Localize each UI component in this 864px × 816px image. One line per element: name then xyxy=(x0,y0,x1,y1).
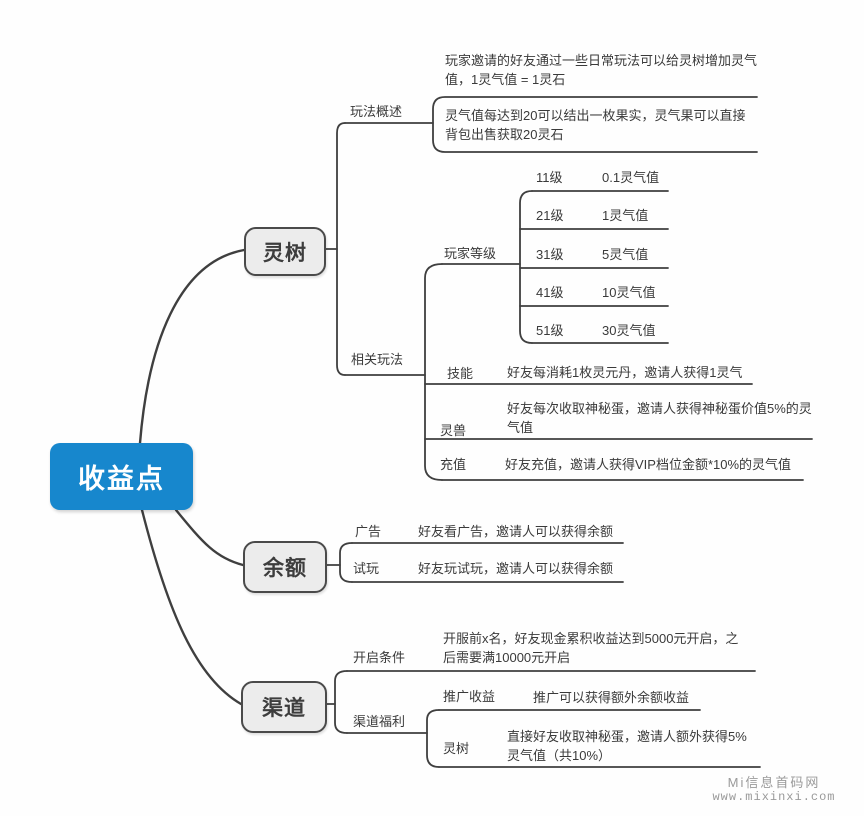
bracket-balance-children xyxy=(339,542,353,583)
watermark-site-url: www.mixinxi.com xyxy=(712,790,836,804)
topic-welfare-tree-desc[interactable]: 直接好友收取神秘蛋，邀请人额外获得5%灵气值（共10%） xyxy=(507,729,747,763)
watermark-site-name: Mi信息首码网 xyxy=(727,775,821,790)
level-row-51[interactable]: 51级 30灵气值 xyxy=(536,320,655,339)
topic-welfare-tree[interactable]: 灵树 xyxy=(443,741,470,756)
level-row-41[interactable]: 41级 10灵气值 xyxy=(536,282,655,301)
connector-root-channel xyxy=(140,508,243,706)
level-value: 0.1灵气值 xyxy=(602,170,660,185)
node-tree[interactable]: 灵树 xyxy=(244,227,326,276)
connector-root-tree xyxy=(138,248,246,445)
topic-open-condition[interactable]: 开启条件 xyxy=(353,650,406,665)
topic-open-condition-desc[interactable]: 开服前x名，好友现金累积收益达到5000元开启，之后需要满10000元开启 xyxy=(443,631,739,665)
bracket-welfare-children xyxy=(426,709,440,768)
topic-ad[interactable]: 广告 xyxy=(355,524,382,539)
node-balance[interactable]: 余额 xyxy=(243,541,327,593)
watermark: Mi信息首码网 www.mixinxi.com xyxy=(688,775,860,805)
topic-overview-item-2[interactable]: 灵气值每达到20可以结出一枚果实，灵气果可以直接背包出售获取20灵石 xyxy=(445,108,746,142)
topic-overview-item-1[interactable]: 玩家邀请的好友通过一些日常玩法可以给灵树增加灵气值，1灵气值 = 1灵石 xyxy=(445,53,758,87)
topic-trial-desc[interactable]: 好友玩试玩，邀请人可以获得余额 xyxy=(418,561,614,576)
topic-skill-desc[interactable]: 好友每消耗1枚灵元丹，邀请人获得1灵气 xyxy=(507,365,743,380)
level-label: 21级 xyxy=(536,208,564,223)
topic-trial[interactable]: 试玩 xyxy=(353,561,380,576)
topic-skill[interactable]: 技能 xyxy=(447,366,474,381)
bracket-levels xyxy=(519,190,533,344)
topic-beast-desc[interactable]: 好友每次收取神秘蛋，邀请人获得神秘蛋价值5%的灵气值 xyxy=(507,401,812,435)
connector-channel-spine xyxy=(334,670,348,734)
topic-overview[interactable]: 玩法概述 xyxy=(350,104,403,119)
level-value: 5灵气值 xyxy=(602,247,649,262)
topic-player-level[interactable]: 玩家等级 xyxy=(444,246,497,261)
topic-ad-desc[interactable]: 好友看广告，邀请人可以获得余额 xyxy=(418,524,614,539)
level-label: 51级 xyxy=(536,323,564,338)
level-label: 11级 xyxy=(536,170,563,185)
topic-recharge-desc[interactable]: 好友充值，邀请人获得VIP档位金额*10%的灵气值 xyxy=(505,457,792,472)
level-label: 31级 xyxy=(536,247,564,262)
level-row-31[interactable]: 31级 5灵气值 xyxy=(536,244,648,263)
level-label: 41级 xyxy=(536,285,564,300)
level-value: 10灵气值 xyxy=(602,285,656,300)
bracket-overview-items xyxy=(432,96,758,153)
connector-root-balance xyxy=(174,508,245,567)
connector-tree-spine xyxy=(336,122,346,376)
topic-beast[interactable]: 灵兽 xyxy=(440,423,467,438)
level-value: 30灵气值 xyxy=(602,323,656,338)
topic-welfare[interactable]: 渠道福利 xyxy=(353,714,406,729)
level-row-21[interactable]: 21级 1灵气值 xyxy=(536,205,648,224)
node-channel[interactable]: 渠道 xyxy=(241,681,327,733)
topic-promo-desc[interactable]: 推广可以获得额外余额收益 xyxy=(533,690,690,705)
topic-promo[interactable]: 推广收益 xyxy=(443,689,496,704)
level-value: 1灵气值 xyxy=(602,208,649,223)
node-root[interactable]: 收益点 xyxy=(50,443,193,510)
level-row-11[interactable]: 11级 0.1灵气值 xyxy=(536,167,659,186)
topic-related[interactable]: 相关玩法 xyxy=(351,352,404,367)
topic-recharge[interactable]: 充值 xyxy=(440,457,467,472)
bracket-related-children xyxy=(424,263,443,481)
